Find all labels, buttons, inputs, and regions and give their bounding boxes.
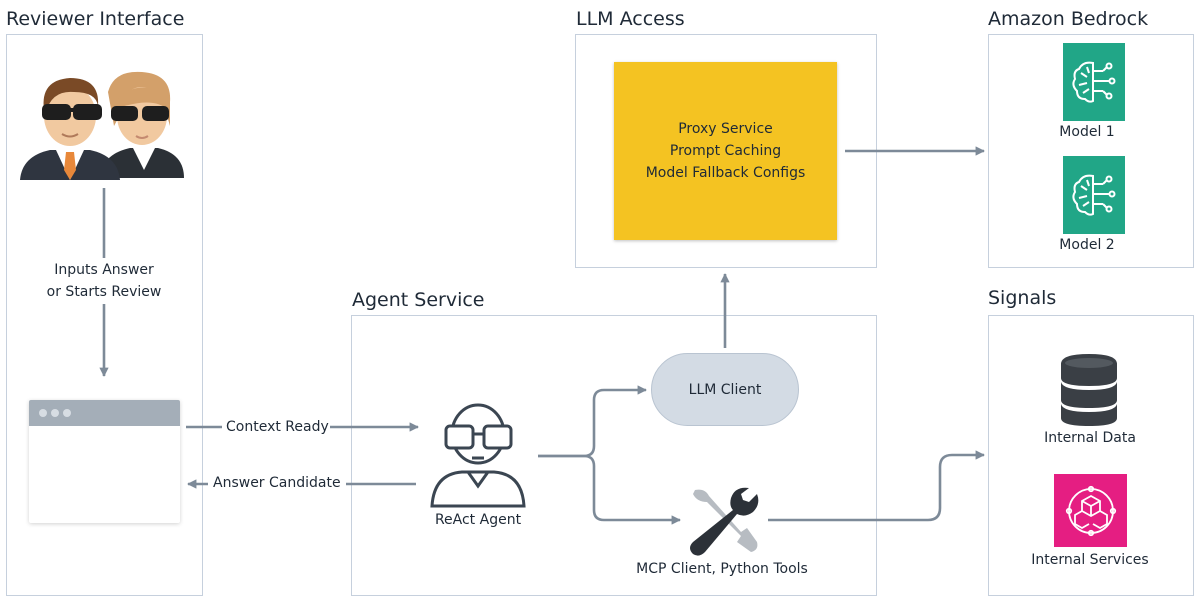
- agent-icon: [430, 403, 526, 508]
- prompt-caching-label: Prompt Caching: [669, 143, 782, 159]
- signals-title: Signals: [988, 287, 1057, 309]
- proxy-service-label: Proxy Service: [678, 121, 773, 137]
- mcp-client-tools-label: MCP Client, Python Tools: [636, 561, 808, 577]
- browser-title-bar: [29, 400, 180, 426]
- brain-circuit-icon: [1063, 156, 1125, 234]
- reviewers-icon: [20, 71, 184, 180]
- brain-circuit-icon: [1063, 43, 1125, 121]
- answer-candidate-label: Answer Candidate: [213, 475, 341, 491]
- arrow-agent-to-client: [538, 385, 647, 458]
- inputs-answer-label: Inputs Answer: [54, 262, 154, 278]
- browser-dot: [63, 409, 71, 417]
- amazon-bedrock-title: Amazon Bedrock: [988, 8, 1149, 30]
- model-1-label: Model 1: [1059, 124, 1115, 140]
- context-ready-label: Context Ready: [226, 419, 329, 435]
- cubes-icon: [1054, 474, 1127, 547]
- browser-dot: [51, 409, 59, 417]
- reviewer-interface-title: Reviewer Interface: [6, 8, 185, 30]
- agent-service-panel: [351, 315, 877, 596]
- arrow-tools-to-signals: [768, 450, 985, 522]
- llm-access-title: LLM Access: [576, 8, 685, 30]
- browser-window-icon: [29, 400, 180, 523]
- agent-service-title: Agent Service: [352, 289, 485, 311]
- internal-services-label: Internal Services: [1031, 552, 1149, 568]
- model-2-label: Model 2: [1059, 237, 1115, 253]
- internal-data-label: Internal Data: [1044, 430, 1136, 446]
- arrow-agent-to-tools: [538, 454, 681, 525]
- model-fallback-label: Model Fallback Configs: [645, 165, 806, 181]
- starts-review-label: or Starts Review: [46, 284, 162, 300]
- tools-icon: [690, 487, 759, 556]
- llm-client-label: LLM Client: [688, 381, 762, 398]
- browser-dot: [39, 409, 47, 417]
- react-agent-label: ReAct Agent: [434, 512, 522, 528]
- llm-client-node: LLM Client: [651, 353, 799, 426]
- proxy-service-box: Proxy Service Prompt Caching Model Fallb…: [614, 62, 837, 240]
- database-icon: [1061, 354, 1117, 426]
